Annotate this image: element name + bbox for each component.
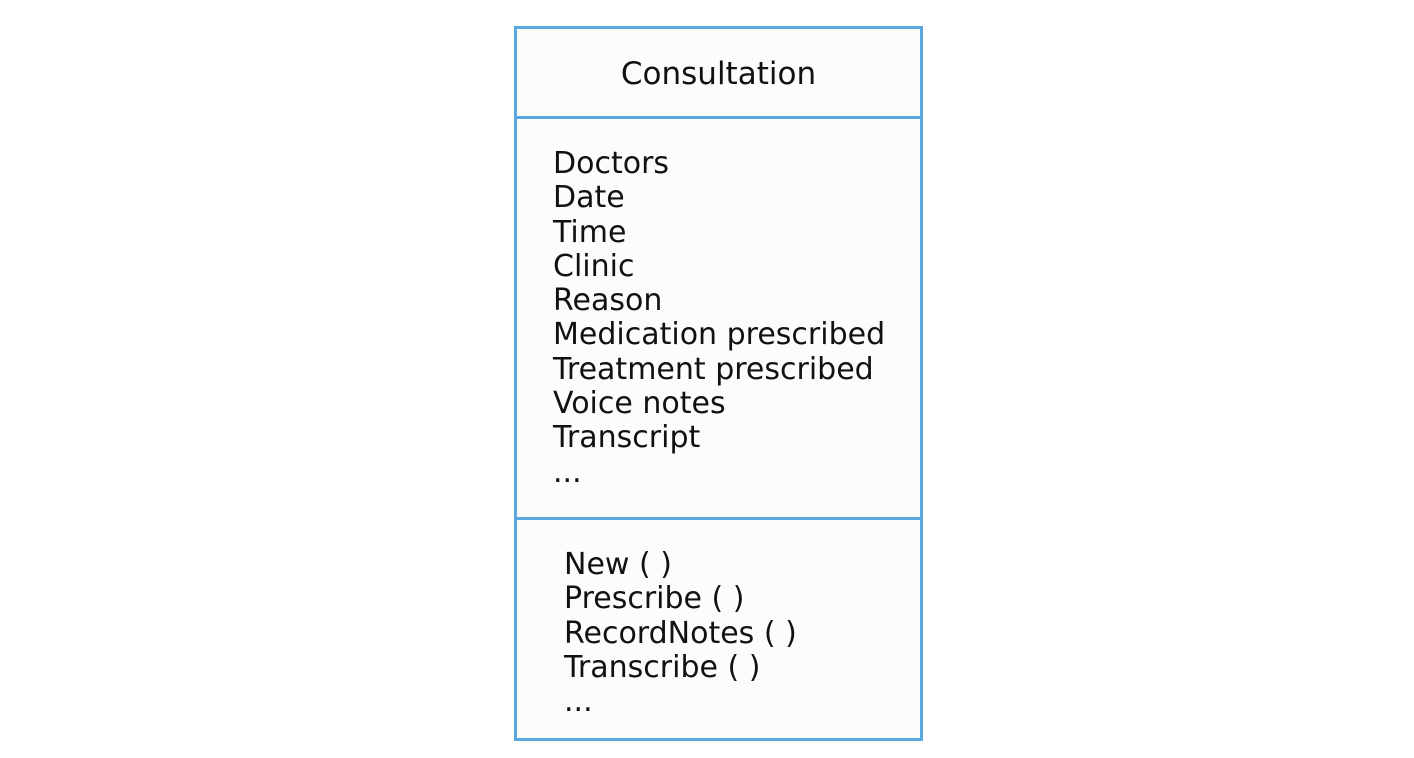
method-item: New ( )	[564, 547, 672, 582]
attribute-item: Time	[553, 214, 627, 250]
attribute-item: Reason	[553, 283, 663, 319]
method-list: New ( ) Prescribe ( ) RecordNotes ( ) Tr…	[564, 547, 797, 720]
attribute-item: Voice notes	[553, 386, 726, 422]
class-name: Consultation	[620, 56, 817, 92]
attribute-item: Medication prescribed	[553, 317, 886, 353]
methods-compartment: New ( ) Prescribe ( ) RecordNotes ( ) Tr…	[517, 520, 920, 735]
method-ellipsis: ...	[564, 684, 593, 720]
method-item: Transcribe ( )	[564, 649, 761, 685]
attribute-item: Date	[553, 180, 625, 216]
attribute-item: Clinic	[553, 248, 635, 284]
uml-class-box: Consultation Doctors Date Time Clinic Re…	[514, 26, 923, 741]
attribute-item: Treatment prescribed	[553, 351, 874, 387]
attributes-compartment: Doctors Date Time Clinic Reason Medicati…	[517, 119, 920, 520]
class-name-compartment: Consultation	[517, 29, 920, 119]
attribute-item: Doctors	[553, 146, 670, 181]
attribute-item: Transcript	[553, 420, 701, 456]
method-item: RecordNotes ( )	[564, 615, 797, 651]
method-item: Prescribe ( )	[564, 581, 745, 617]
attribute-ellipsis: ...	[553, 454, 582, 490]
attribute-list: Doctors Date Time Clinic Reason Medicati…	[553, 146, 886, 490]
